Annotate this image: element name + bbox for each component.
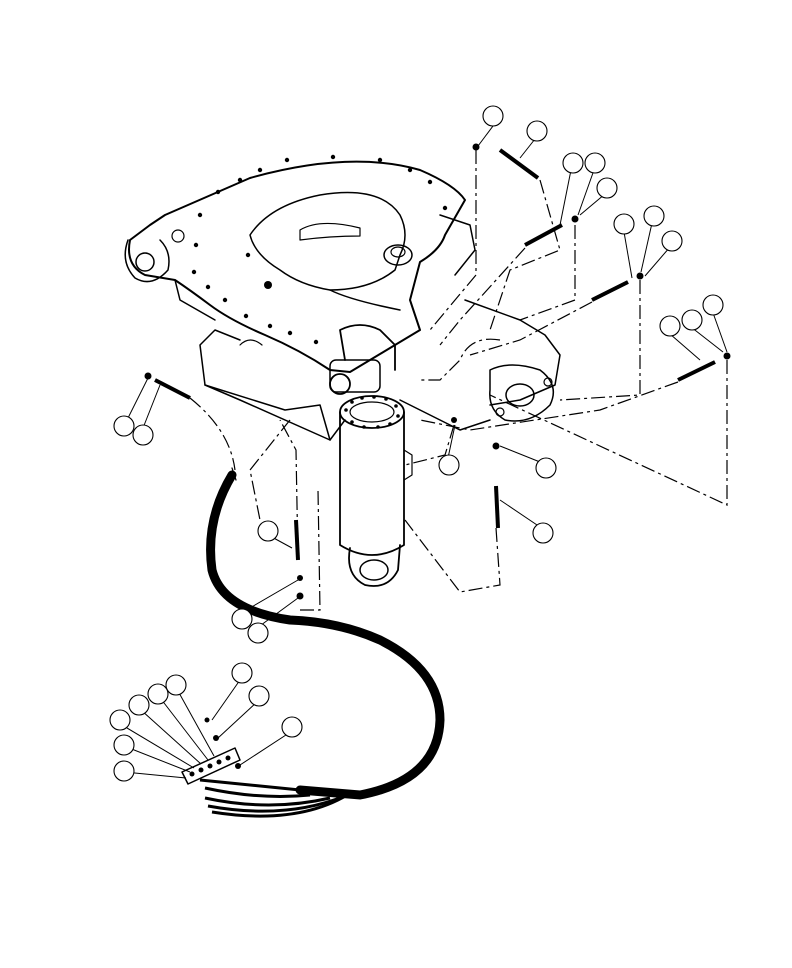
hydraulic-hose [181,467,445,818]
callout-14 [438,454,460,476]
callout-15 [535,457,557,479]
callout-25 [128,694,150,716]
callout-7 [643,205,665,227]
callout-11 [702,294,724,316]
side-bracket [439,214,561,422]
callout-17 [257,520,279,542]
callout-5 [596,177,618,199]
callout-20 [231,662,253,684]
callout-2 [526,120,548,142]
leader-lines [121,125,728,779]
callout-19 [247,622,269,644]
assembly-lines [189,150,728,611]
callout-28 [113,760,135,782]
callout-9 [659,315,681,337]
callout-1 [482,105,504,127]
callout-23 [165,674,187,696]
callout-24 [147,683,169,705]
callout-22 [281,716,303,738]
callout-13 [132,424,154,446]
callout-18 [231,608,253,630]
callout-27 [113,734,135,756]
callout-12 [113,415,135,437]
callout-16 [532,522,554,544]
base-frame [199,329,491,441]
callout-3 [562,152,584,174]
hydraulic-cylinder [329,324,413,587]
callout-26 [109,709,131,731]
callout-8 [661,230,683,252]
callout-21 [248,685,270,707]
callout-6 [613,213,635,235]
callouts [109,105,724,782]
callout-4 [584,152,606,174]
pivot-bolt [383,244,413,266]
callout-10 [681,309,703,331]
mounting-plate [124,154,466,373]
